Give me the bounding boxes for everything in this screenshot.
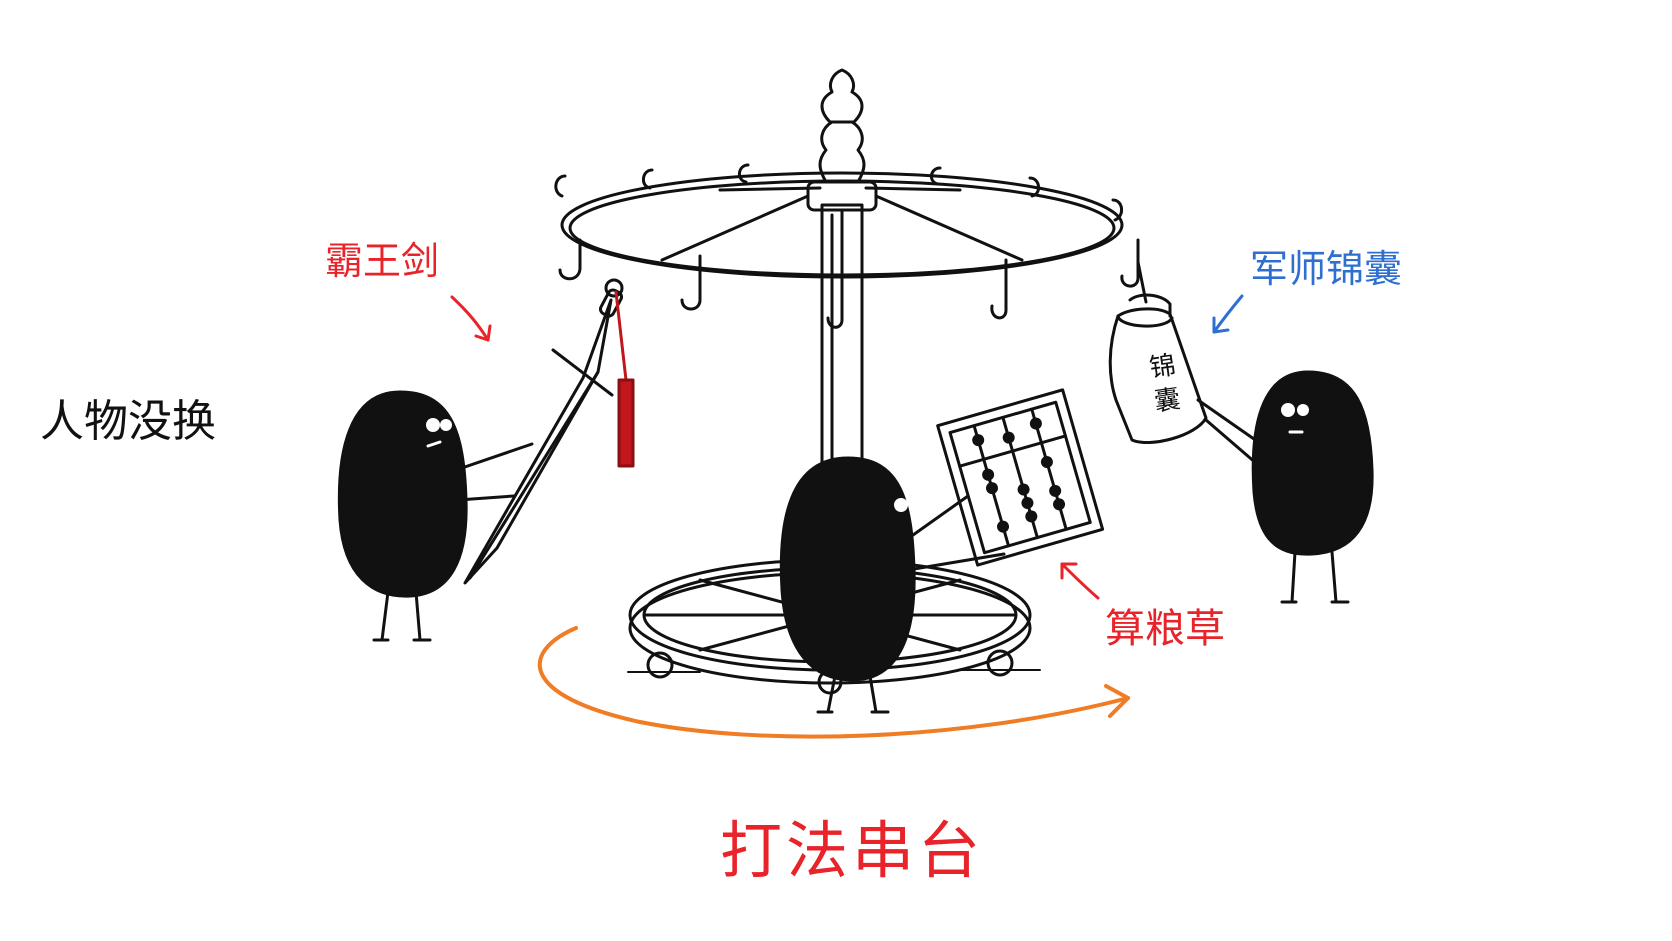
- label-bag: 军师锦囊: [1250, 247, 1403, 291]
- character-right: [1196, 370, 1374, 604]
- sword: [463, 278, 624, 585]
- bag-inscription-line2: 囊: [1152, 384, 1183, 418]
- rotation-arrow: [538, 626, 1130, 739]
- abacus: [936, 388, 1105, 567]
- bag-inscription-line1: 锦: [1147, 350, 1178, 384]
- label-top-left: 人物没换: [40, 396, 216, 447]
- label-sword: 霸王剑: [325, 239, 440, 283]
- floor-marks: [627, 669, 1041, 673]
- character-center: [779, 456, 1006, 714]
- label-abacus: 算粮草: [1105, 606, 1225, 652]
- arrow-abacus: [1060, 562, 1100, 600]
- character-left: [337, 390, 534, 642]
- label-bottom: 打法串台: [720, 814, 985, 887]
- rail-hooks: [554, 163, 1140, 329]
- arrow-bag: [1212, 294, 1244, 334]
- arrow-sword: [450, 295, 492, 342]
- brocade-bag: [1108, 260, 1208, 445]
- tassel: [614, 290, 635, 468]
